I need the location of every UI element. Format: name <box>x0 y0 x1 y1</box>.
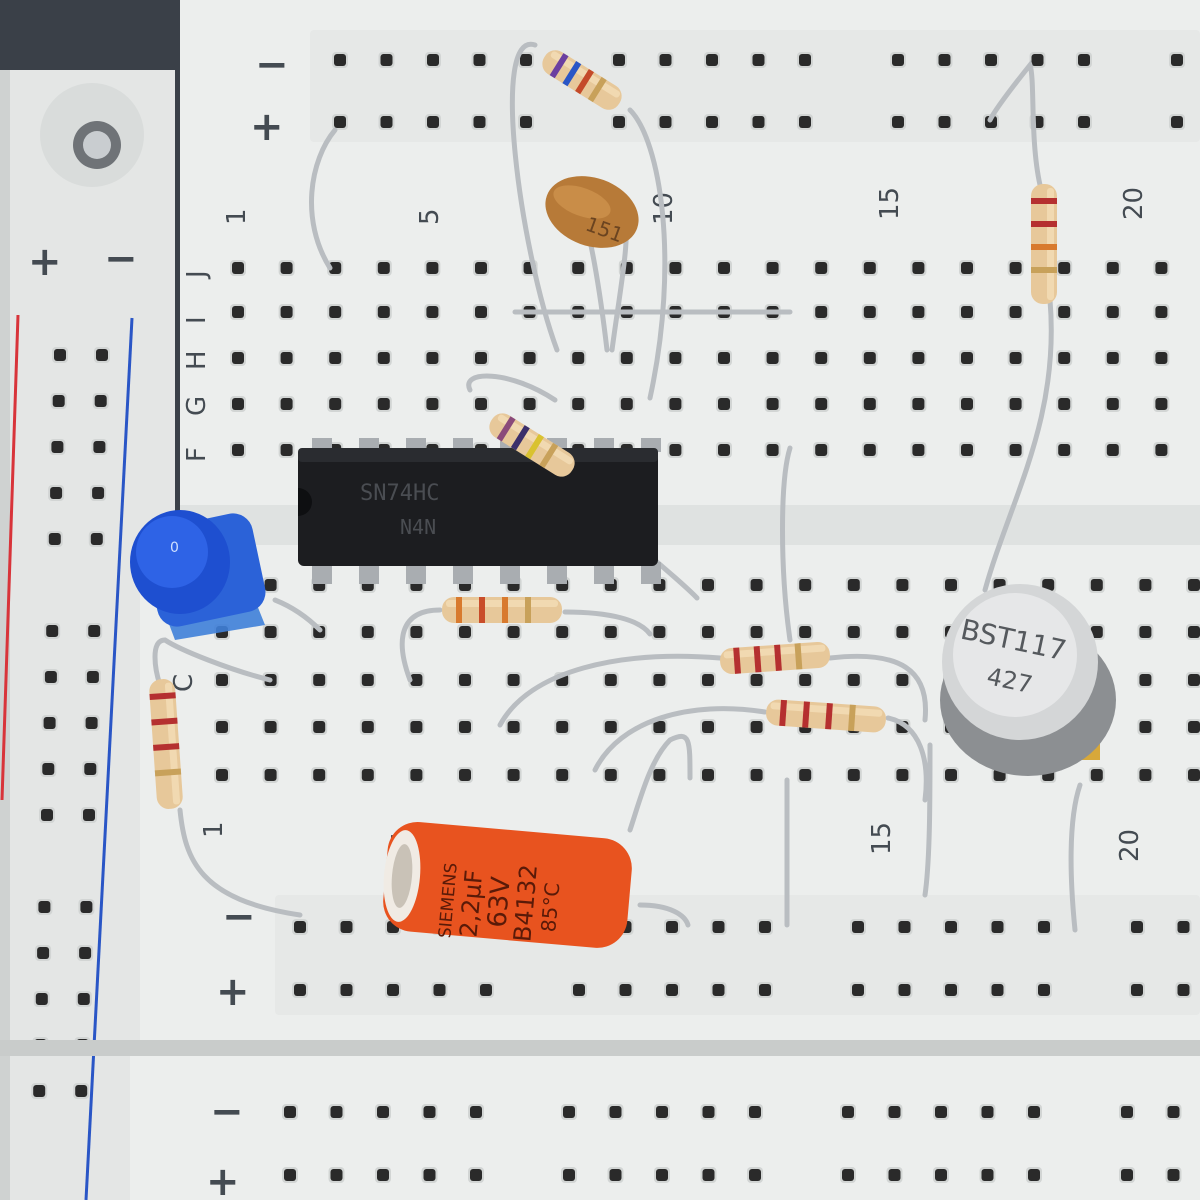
metal-can-transistor: BST117 427 <box>940 584 1116 776</box>
resistor-diagonal <box>489 413 575 477</box>
transistor-lead-right <box>1068 782 1083 933</box>
side-plus-sign: + <box>28 239 62 285</box>
column-number-bottom-15: 15 <box>867 822 897 855</box>
blue-led: 0 <box>130 510 266 640</box>
row-letter-c: C <box>169 674 199 692</box>
resistor-diag-lead-top <box>466 373 558 403</box>
electrolytic-marking-2: 2,2µF <box>455 869 489 938</box>
wire-j4-to-rail <box>309 127 338 271</box>
bottom-rail-plus: + <box>216 969 250 1015</box>
column-number-top-1: 1 <box>222 208 252 225</box>
resistor-r2 <box>766 699 886 733</box>
resistors <box>149 50 1057 809</box>
row-letter-h: H <box>182 350 212 370</box>
resistor-r2-lead-left <box>592 706 768 773</box>
resistor-right-lead-bottom <box>982 297 1054 593</box>
electrolytic-lead-bottom <box>637 902 691 928</box>
resistor-right-lead-top <box>987 59 1043 188</box>
resistor-right-vertical <box>1031 184 1057 304</box>
resistor-r2-lead-right <box>885 715 929 803</box>
column-number-top-20: 20 <box>1119 187 1149 220</box>
column-number-top-5: 5 <box>415 208 445 225</box>
column-number-top-15: 15 <box>875 187 905 220</box>
wire-col15-up <box>780 445 793 643</box>
row-letter-i: I <box>182 316 212 324</box>
resistor-top-blue <box>542 50 622 110</box>
resistor-left-vertical <box>149 679 183 809</box>
resistor-left-lead-bottom <box>177 807 303 918</box>
resistor-top-lead-right <box>627 107 668 401</box>
row-letter-f: F <box>182 447 212 462</box>
ic-chip: SN74HC N4N <box>298 438 661 584</box>
column-number-bottom-1: 1 <box>199 821 229 838</box>
side-rail-holes <box>31 347 110 1099</box>
led-lead-right <box>272 597 323 633</box>
resistor-mid-lead-left <box>399 607 443 683</box>
row-letter-j: J <box>182 270 212 280</box>
transistor-lead-left <box>922 742 933 898</box>
electrolytic-capacitor: SIEMENS 2,2µF 63V B4132 85°C <box>383 821 632 948</box>
lower-rail-minus: − <box>210 1089 244 1135</box>
resistor-r1 <box>720 642 830 674</box>
column-number-bottom-20: 20 <box>1115 829 1145 862</box>
side-minus-sign: − <box>104 236 138 282</box>
lower-rail-plus: + <box>206 1159 240 1200</box>
resistor-mid-lead-right <box>562 609 653 637</box>
electrolytic-marking-3: 63V <box>482 875 516 929</box>
resistor-r1-lead-left <box>497 653 723 728</box>
resistor-r1-lead-right <box>827 653 929 723</box>
resistor-top-lead-left <box>509 41 560 353</box>
ceramic-capacitor: 151 <box>545 176 639 248</box>
electrolytic-marking-4: B4132 <box>508 863 543 943</box>
led-marking: 0 <box>170 540 179 556</box>
ic-marking-2: N4N <box>400 515 436 539</box>
electrolytic-marking-5: 85°C <box>536 882 564 933</box>
side-rail-red-line <box>0 314 20 801</box>
row-letters: J I H G F <box>182 270 212 462</box>
resistor-middle <box>442 597 562 623</box>
jumper-wires <box>152 41 1083 933</box>
ic-marking-1: SN74HC <box>360 481 439 506</box>
row-letter-g: G <box>182 396 212 416</box>
electrolytic-lead-top <box>627 733 693 833</box>
led-lead-left <box>152 637 273 688</box>
top-rail-minus: − <box>255 42 289 88</box>
top-rail-plus: + <box>250 104 284 150</box>
